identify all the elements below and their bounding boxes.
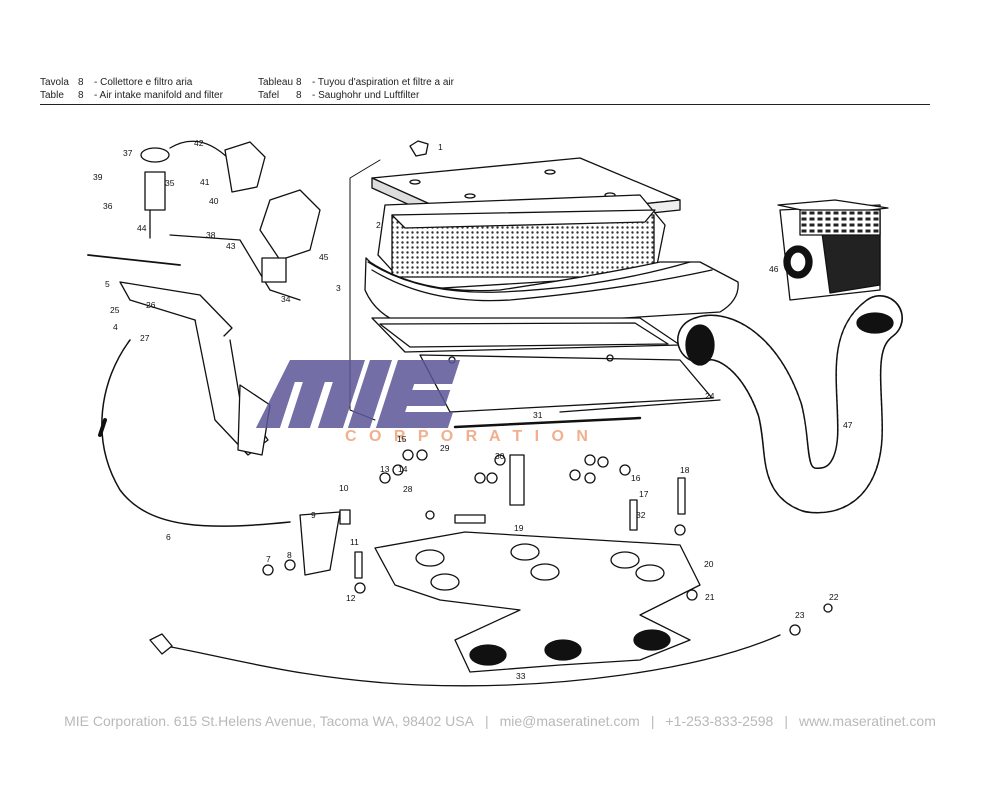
part-number-label: 25 bbox=[110, 305, 120, 315]
part-number-label: 42 bbox=[194, 138, 204, 148]
corrugated-hose bbox=[677, 295, 903, 514]
part-number-label: 28 bbox=[403, 484, 413, 494]
footer-separator: | bbox=[784, 713, 788, 729]
footer-email[interactable]: mie@maseratinet.com bbox=[499, 713, 640, 729]
part-number-label: 36 bbox=[103, 201, 113, 211]
header-table-title: - Air intake manifold and filter bbox=[94, 90, 223, 101]
part-number-label: 34 bbox=[281, 294, 291, 304]
part-number-label: 41 bbox=[200, 177, 210, 187]
part-number-label: 6 bbox=[166, 532, 171, 542]
accelerator-pedal bbox=[87, 254, 271, 456]
part-number-label: 7 bbox=[266, 554, 271, 564]
part-number-label: 14 bbox=[398, 464, 408, 474]
header-rule bbox=[40, 104, 930, 105]
footer: MIE Corporation. 615 St.Helens Avenue, T… bbox=[0, 713, 1000, 729]
part-number-label: 18 bbox=[680, 465, 690, 475]
part-number-label: 16 bbox=[631, 473, 641, 483]
intake-manifold bbox=[374, 531, 701, 673]
header-table-word: Tableau bbox=[258, 77, 294, 88]
part-number-label: 10 bbox=[339, 483, 349, 493]
part-number-label: 30 bbox=[495, 451, 505, 461]
part-number-label: 11 bbox=[350, 537, 359, 547]
part-number-label: 26 bbox=[146, 300, 156, 310]
filter-element bbox=[377, 194, 666, 291]
part-number-label: 5 bbox=[105, 279, 110, 289]
part-number-label: 21 bbox=[705, 592, 715, 602]
part-number-label: 39 bbox=[93, 172, 103, 182]
part-number-label: 20 bbox=[704, 559, 714, 569]
header-table-title: - Collettore e filtro aria bbox=[94, 77, 193, 88]
header-right: Tableau 8 - Tuyou d'aspiration et filtre… bbox=[258, 76, 454, 102]
part-number-label: 19 bbox=[514, 523, 524, 533]
throttle-cable bbox=[101, 339, 291, 527]
part-number-label: 43 bbox=[226, 241, 236, 251]
part-number-label: 13 bbox=[380, 464, 390, 474]
header-table-word: Tafel bbox=[258, 90, 280, 101]
part-number-label: 15 bbox=[397, 434, 407, 444]
part-number-label: 27 bbox=[140, 333, 150, 343]
distributor-linkage bbox=[140, 140, 321, 301]
part-number-label: 1 bbox=[438, 142, 443, 152]
part-number-label: 9 bbox=[311, 510, 316, 520]
hardware-group bbox=[262, 449, 833, 636]
watermark-subtitle: C O R P O R A T I O N bbox=[345, 428, 592, 445]
header-table-word: Table bbox=[40, 90, 64, 101]
header-table-number: 8 bbox=[78, 90, 84, 101]
part-number-label: 47 bbox=[843, 420, 853, 430]
part-number-label: 37 bbox=[123, 148, 133, 158]
header-left: Tavola 8 - Collettore e filtro aria Tabl… bbox=[40, 76, 223, 102]
header-table-number: 8 bbox=[296, 77, 302, 88]
watermark: C O R P O R A T I O N bbox=[255, 360, 592, 445]
footer-company: MIE Corporation. 615 St.Helens Avenue, T… bbox=[64, 713, 474, 729]
part-number-label: 22 bbox=[829, 592, 839, 602]
header-table-number: 8 bbox=[78, 77, 84, 88]
air-intake-box bbox=[777, 199, 889, 301]
part-number-label: 8 bbox=[287, 550, 292, 560]
watermark-logo bbox=[255, 360, 460, 428]
header-table-title: - Saughohr und Luftfilter bbox=[312, 90, 420, 101]
part-number-label: 4 bbox=[113, 322, 118, 332]
filter-housing bbox=[364, 257, 739, 331]
footer-phone: +1-253-833-2598 bbox=[665, 713, 774, 729]
header-table-word: Tavola bbox=[40, 77, 69, 88]
part-number-label: 2 bbox=[376, 220, 381, 230]
part-number-label: 17 bbox=[639, 489, 649, 499]
part-number-label: 44 bbox=[137, 223, 147, 233]
part-number-label: 32 bbox=[636, 510, 646, 520]
bracket-rod bbox=[453, 416, 642, 429]
gasket-edge bbox=[559, 399, 721, 413]
part-number-label: 3 bbox=[336, 283, 341, 293]
footer-separator: | bbox=[650, 713, 655, 729]
part-number-label: 46 bbox=[769, 264, 779, 274]
part-number-label: 40 bbox=[209, 196, 219, 206]
header-table-title: - Tuyou d'aspiration et filtre a air bbox=[312, 77, 454, 88]
header-row-english: Table 8 - Air intake manifold and filter bbox=[40, 89, 223, 102]
footer-separator: | bbox=[484, 713, 489, 729]
part-number-label: 24 bbox=[705, 391, 715, 401]
header-table-number: 8 bbox=[296, 90, 302, 101]
part-number-label: 38 bbox=[206, 230, 216, 240]
part-number-label: 29 bbox=[440, 443, 450, 453]
header-row-french: Tableau 8 - Tuyou d'aspiration et filtre… bbox=[258, 76, 454, 89]
header-row-italian: Tavola 8 - Collettore e filtro aria bbox=[40, 76, 223, 89]
part-number-label: 45 bbox=[319, 252, 329, 262]
part-number-label: 12 bbox=[346, 593, 356, 603]
footer-website[interactable]: www.maseratinet.com bbox=[798, 713, 936, 729]
part-number-label: 31 bbox=[533, 410, 543, 420]
part-number-label: 35 bbox=[165, 178, 175, 188]
bracket bbox=[299, 511, 341, 576]
choke-cable bbox=[159, 634, 781, 687]
header-row-german: Tafel 8 - Saughohr und Luftfilter bbox=[258, 89, 454, 102]
part-number-label: 23 bbox=[795, 610, 805, 620]
part-number-label: 33 bbox=[516, 671, 526, 681]
